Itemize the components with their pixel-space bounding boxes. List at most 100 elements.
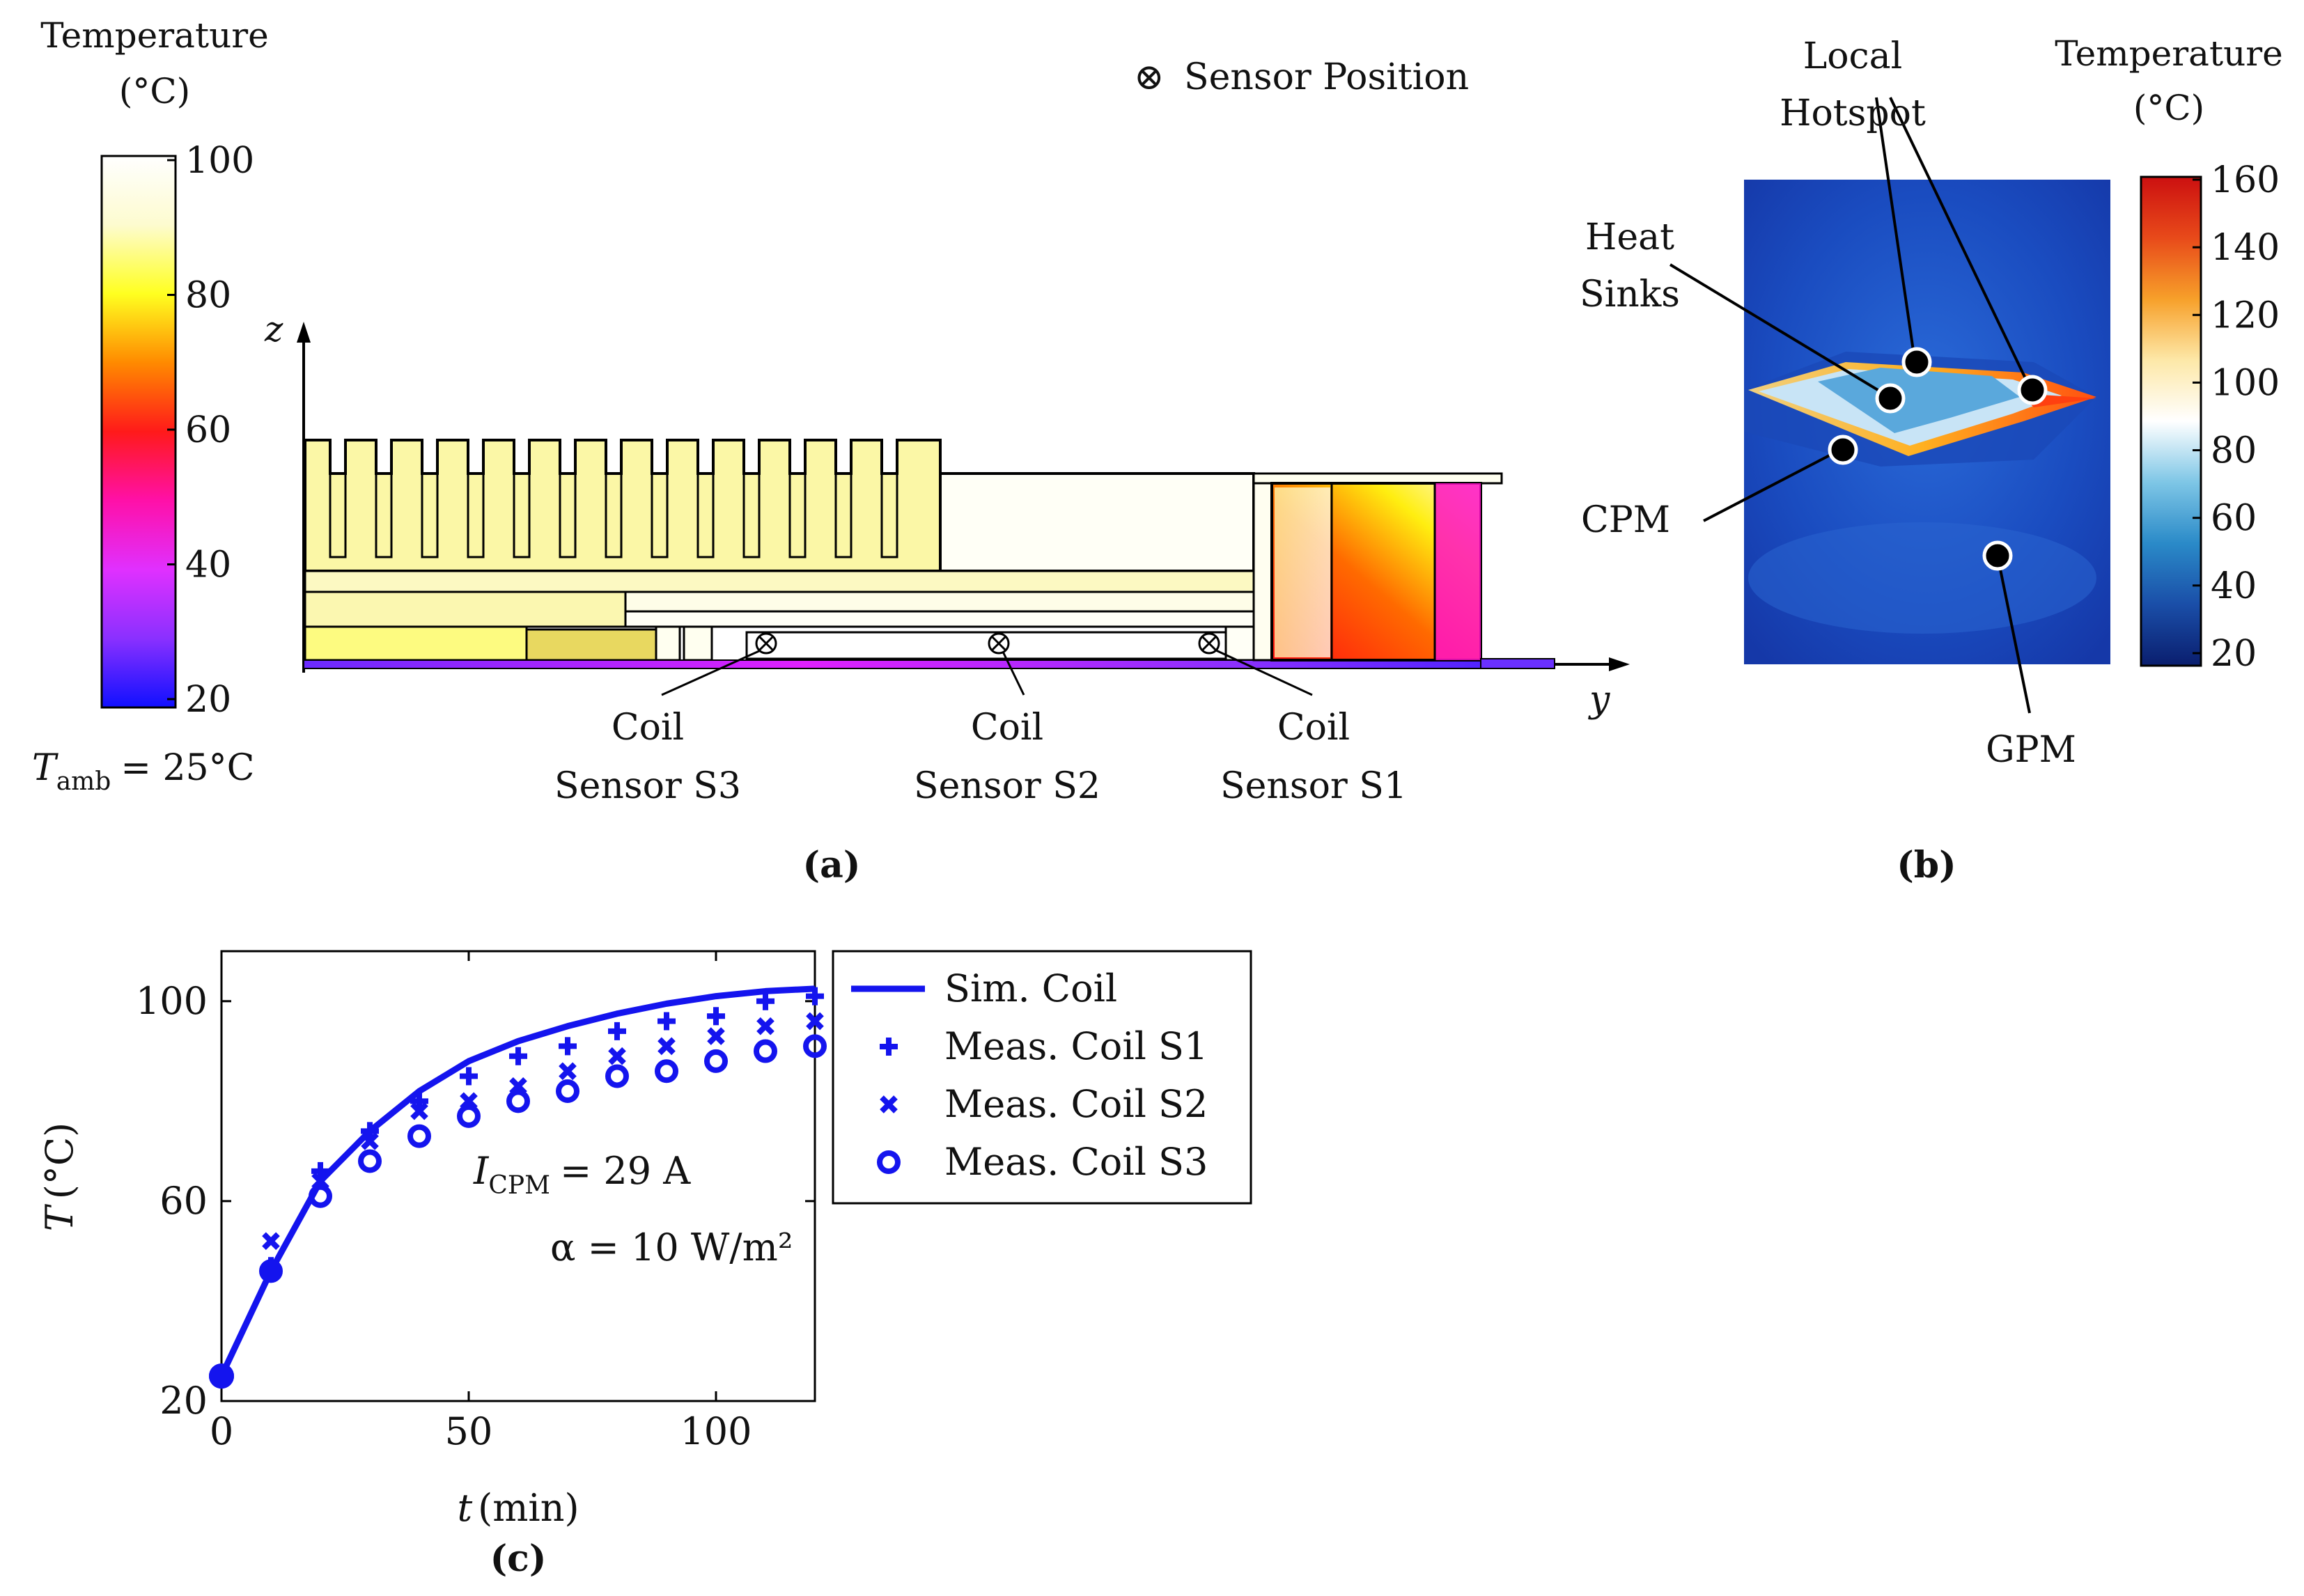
sensor-position-symbol: ⊗ bbox=[1134, 56, 1165, 98]
legend-meas-coil-s1-swatch bbox=[880, 1038, 898, 1056]
series-meas-coil-s3-point bbox=[506, 1089, 530, 1113]
series-meas-coil-s1-point bbox=[559, 1037, 577, 1056]
series-meas-coil-s2-point bbox=[262, 1232, 280, 1251]
colorbar-a-bar bbox=[100, 155, 177, 709]
series-meas-coil-s2-point bbox=[756, 1017, 775, 1035]
x-axis-label: t(min) bbox=[457, 1486, 579, 1530]
plot-area bbox=[209, 985, 827, 1389]
sensor-s2-label-line1: Coil bbox=[971, 707, 1043, 749]
colorbar-b-tick-label: 40 bbox=[2211, 565, 2257, 607]
series-meas-coil-s3-point bbox=[754, 1039, 777, 1063]
legend-meas-coil-s2-swatch bbox=[880, 1095, 898, 1113]
marker-hotspot-2 bbox=[2017, 375, 2048, 405]
series-meas-coil-s1-point bbox=[460, 1067, 478, 1086]
series-meas-coil-s2-point bbox=[410, 1102, 428, 1120]
upper-housing bbox=[939, 472, 1255, 572]
series-meas-coil-s1-point bbox=[657, 1012, 676, 1031]
x-tick-label: 0 bbox=[210, 1409, 233, 1453]
sensor-s1-label-line2: Sensor S1 bbox=[1220, 765, 1407, 807]
annotation-current: ICPM= 29 A bbox=[473, 1149, 691, 1200]
legend-meas-coil-s1-label: Meas. Coil S1 bbox=[944, 1024, 1208, 1068]
colorbar-b-tick-label: 100 bbox=[2211, 362, 2280, 404]
label-local-line1: Local bbox=[1803, 36, 1903, 77]
colorbar-a-tick-label: 100 bbox=[185, 140, 254, 182]
legend-box bbox=[832, 950, 1252, 1205]
cross-section: z y bbox=[264, 309, 1630, 807]
annotation-alpha: α = 10 W/m² bbox=[550, 1226, 793, 1269]
coil-sensor-s1 bbox=[1198, 632, 1220, 655]
fin-gaps bbox=[329, 474, 898, 558]
svg-text:T(°C): T(°C) bbox=[38, 1122, 81, 1231]
leader-s2 bbox=[1002, 651, 1025, 696]
leader-cpm bbox=[1703, 448, 1841, 522]
y-tick-label: 100 bbox=[136, 979, 208, 1023]
sensor-legend: ⊗ Sensor Position bbox=[1134, 56, 1469, 98]
colorbar-a-tick-label: 40 bbox=[185, 545, 231, 586]
label-cpm: CPM bbox=[1581, 499, 1670, 541]
series-meas-coil-s3-point bbox=[309, 1184, 332, 1208]
colorbar-a-tick-label: 20 bbox=[185, 679, 231, 721]
coil-sensor-s3 bbox=[755, 632, 777, 655]
series-meas-coil-s1-point bbox=[509, 1047, 527, 1065]
series-meas-coil-s2-point bbox=[559, 1062, 577, 1081]
marker-heat-sinks bbox=[1875, 383, 1906, 414]
caption-b: (b) bbox=[1897, 844, 1956, 886]
base-right bbox=[1480, 658, 1555, 669]
plot-frame bbox=[220, 950, 816, 1402]
label-local-line2: Hotspot bbox=[1780, 93, 1926, 134]
coil-sensor-s2 bbox=[988, 632, 1010, 655]
series-meas-coil-s3-point bbox=[457, 1104, 481, 1128]
series-meas-coil-s3-point bbox=[556, 1079, 579, 1103]
marker-hotspot-1 bbox=[1901, 347, 1932, 377]
label-gpm: GPM bbox=[1986, 729, 2076, 771]
sensor-s2-label-line2: Sensor S2 bbox=[914, 765, 1100, 807]
series-meas-coil-s2-point bbox=[361, 1132, 379, 1150]
series-meas-coil-s3-point bbox=[407, 1124, 431, 1148]
colorbar-b-bar bbox=[2140, 175, 2202, 667]
plate-2b bbox=[624, 590, 1282, 613]
y-axis-label: T(°C) bbox=[38, 1122, 81, 1231]
series-meas-coil-s1-point bbox=[707, 1007, 725, 1026]
y-tick-label: 20 bbox=[159, 1379, 208, 1423]
series-start-dot bbox=[260, 1260, 282, 1283]
leader-hotspot-2 bbox=[1889, 97, 2032, 391]
legend-meas-coil-s3-label: Meas. Coil S3 bbox=[944, 1140, 1208, 1184]
leader-hotspot-1 bbox=[1875, 97, 1917, 366]
colorbar-a-title-line1: Temperature bbox=[40, 15, 269, 56]
spacer-2 bbox=[683, 625, 713, 662]
heat-sink-right-fin bbox=[1435, 483, 1481, 660]
sensor-s3-label-line1: Coil bbox=[612, 707, 684, 749]
top-plate bbox=[1252, 472, 1503, 485]
spacer-1 bbox=[655, 625, 681, 662]
series-meas-coil-s1-point bbox=[806, 987, 824, 1006]
y-tick-label: 60 bbox=[159, 1179, 208, 1223]
series-meas-coil-s1-point bbox=[756, 992, 775, 1010]
legend-meas-coil-s3-swatch bbox=[877, 1150, 901, 1174]
series-meas-coil-s1-point bbox=[410, 1092, 428, 1111]
ferrite-block bbox=[525, 628, 657, 662]
series-meas-coil-s3-point bbox=[605, 1064, 629, 1088]
colorbar-a-tick-label: 80 bbox=[185, 275, 231, 317]
gpm-glow bbox=[1748, 522, 2096, 634]
colorbar-b-tick-label: 140 bbox=[2211, 227, 2280, 269]
coil-housing bbox=[745, 631, 1227, 660]
sensor-position-text: Sensor Position bbox=[1184, 56, 1469, 98]
caption-c: (c) bbox=[490, 1538, 547, 1580]
colorbar-a-tick-label: 60 bbox=[185, 409, 231, 451]
series-meas-coil-s1-point bbox=[361, 1122, 379, 1141]
y-axis-arrow bbox=[1609, 657, 1630, 671]
colorbar-b-tick-label: 80 bbox=[2211, 430, 2257, 472]
series-meas-coil-s1-point bbox=[311, 1161, 329, 1180]
colorbar-b-title-line1: Temperature bbox=[2055, 33, 2283, 74]
leader-s3 bbox=[661, 649, 761, 696]
colorbar-a-title-line2: (°C) bbox=[119, 71, 190, 111]
legend-meas-coil-s2-label: Meas. Coil S2 bbox=[944, 1082, 1208, 1126]
x-tick-label: 50 bbox=[445, 1409, 493, 1453]
